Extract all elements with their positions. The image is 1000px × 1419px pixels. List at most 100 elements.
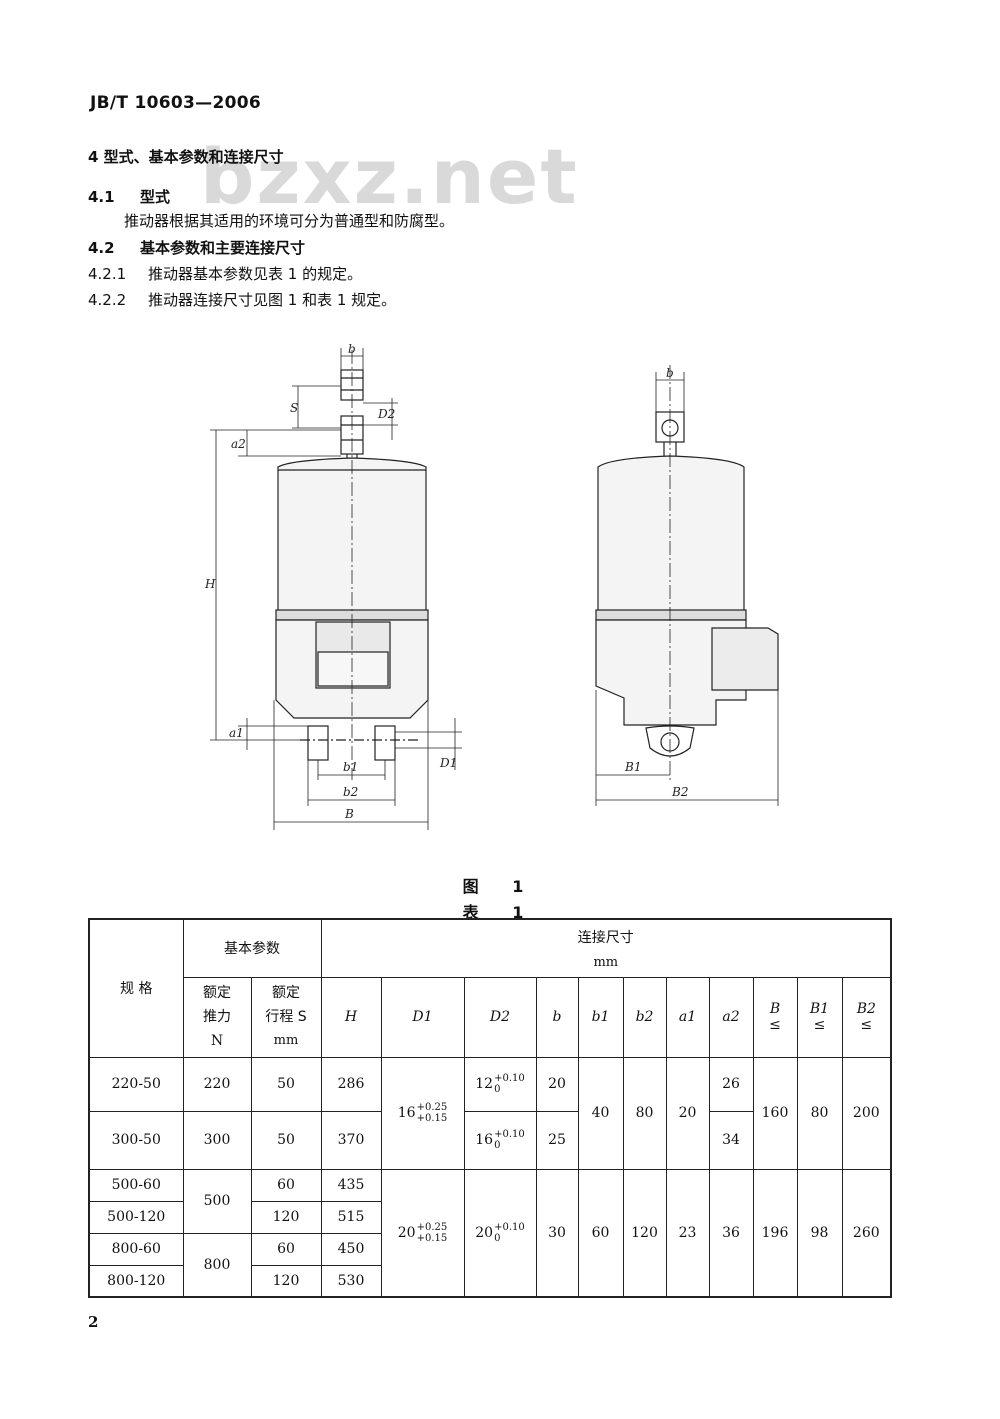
cell-a2: 26 (708, 1056, 754, 1112)
cell-b1: 60 (577, 1168, 624, 1298)
tol-lower: 0 (494, 1232, 501, 1244)
header-symbol: B (769, 1001, 781, 1017)
side-body (597, 455, 745, 613)
label-a2: a2 (231, 437, 246, 451)
table-row: 500-120 120 515 (88, 1200, 891, 1234)
cell-stroke: 60 (250, 1232, 322, 1266)
header-symbol: B2 (856, 1001, 876, 1017)
cell-H: 286 (320, 1056, 382, 1112)
label-d2: D2 (377, 407, 395, 421)
cell-B: 196 (752, 1168, 798, 1298)
header-a1: a1 (665, 976, 710, 1058)
item-paragraph: 推动器根据其适用的环境可分为普通型和防腐型。 (124, 210, 454, 231)
label-B2: B2 (671, 785, 688, 799)
bottom-lug-left (307, 725, 329, 761)
item-text: 推动器连接尺寸见图 1 和表 1 规定。 (148, 291, 397, 309)
cell-b: 30 (535, 1168, 579, 1298)
header-connection: 连接尺寸 mm (320, 918, 892, 978)
cell-B: 160 (752, 1056, 798, 1170)
header-basic: 基本参数 (182, 918, 322, 978)
header-leq: ≤ (769, 1017, 781, 1033)
d1-tolerance: +0.25+0.15 (417, 1102, 448, 1124)
cell-stroke: 120 (250, 1200, 322, 1234)
cell-stroke: 50 (250, 1056, 322, 1112)
cell-spec: 500-120 (88, 1200, 184, 1234)
label-B: B (344, 807, 354, 821)
cell-stroke: 50 (250, 1110, 322, 1170)
header-line: 推力 (203, 1009, 231, 1025)
item-text: 推动器根据其适用的环境可分为普通型和防腐型。 (124, 212, 455, 230)
page-number: 2 (88, 1313, 99, 1331)
header-leq: ≤ (860, 1017, 873, 1033)
side-junction-box (711, 627, 779, 691)
tol-upper: +0.10 (494, 1221, 525, 1233)
tol-lower: +0.15 (416, 1113, 448, 1124)
header-D1: D1 (380, 976, 465, 1058)
cell-force: 500 (182, 1168, 252, 1234)
label-b1: b1 (343, 760, 358, 774)
header-spec: 规 格 (88, 918, 184, 1058)
header-b: b (535, 976, 579, 1058)
cell-spec: 800-60 (88, 1232, 184, 1266)
cell-B1: 80 (796, 1056, 843, 1170)
header-connection-unit: mm (593, 954, 619, 970)
tol-upper: +0.25 (416, 1221, 448, 1233)
header-line: mm (273, 1033, 299, 1048)
label-a1: a1 (229, 726, 244, 740)
header-b2: b2 (622, 976, 667, 1058)
cell-H: 435 (320, 1168, 382, 1202)
tol-upper: +0.25 (416, 1102, 448, 1113)
cell-stroke: 60 (250, 1168, 322, 1202)
cell-H: 450 (320, 1232, 382, 1266)
cell-b1: 40 (577, 1056, 624, 1170)
label-h: H (204, 577, 216, 591)
figure-caption: 图 1 (462, 877, 538, 896)
d1-value: 16 (397, 1105, 416, 1121)
header-line: 额定 (203, 985, 231, 1001)
header-b1: b1 (577, 976, 624, 1058)
cell-B1: 98 (796, 1168, 843, 1298)
header-leq: ≤ (813, 1017, 826, 1033)
cell-B2: 260 (841, 1168, 892, 1298)
header-line: 行程 S (265, 1009, 307, 1025)
cell-a2: 36 (708, 1168, 754, 1298)
item-number: 4.2.2 (88, 291, 127, 309)
d2-value: 12 (475, 1076, 494, 1092)
header-rated-stroke: 额定 行程 S mm (250, 976, 322, 1058)
bottom-lug-right (374, 725, 396, 761)
cell-spec: 500-60 (88, 1168, 184, 1202)
header-line: N (210, 1033, 224, 1049)
cell-b: 25 (535, 1110, 579, 1170)
label-d1: D1 (439, 756, 457, 770)
cell-H: 530 (320, 1264, 382, 1298)
header-rated-force: 额定 推力 N (182, 976, 252, 1058)
section-heading: 4 型式、基本参数和连接尺寸 (88, 148, 284, 166)
cell-H: 515 (320, 1200, 382, 1234)
header-B2: B2≤ (841, 976, 892, 1058)
item-text: 型式 (140, 188, 171, 206)
cell-b2: 80 (622, 1056, 667, 1170)
d1-value: 20 (397, 1224, 416, 1241)
cell-stroke: 120 (250, 1264, 322, 1298)
header-B1: B1≤ (796, 976, 843, 1058)
cell-force: 800 (182, 1232, 252, 1298)
cell-force: 300 (182, 1110, 252, 1170)
header-B: B≤ (752, 976, 798, 1058)
watermark: bzxz.net (200, 132, 579, 221)
label-b: b (348, 342, 356, 356)
cell-spec: 220-50 (88, 1056, 184, 1112)
cell-b2: 120 (622, 1168, 667, 1298)
cell-H: 370 (320, 1110, 382, 1170)
cell-spec: 800-120 (88, 1264, 184, 1298)
item-text: 基本参数和主要连接尺寸 (140, 239, 306, 257)
header-D2: D2 (463, 976, 537, 1058)
